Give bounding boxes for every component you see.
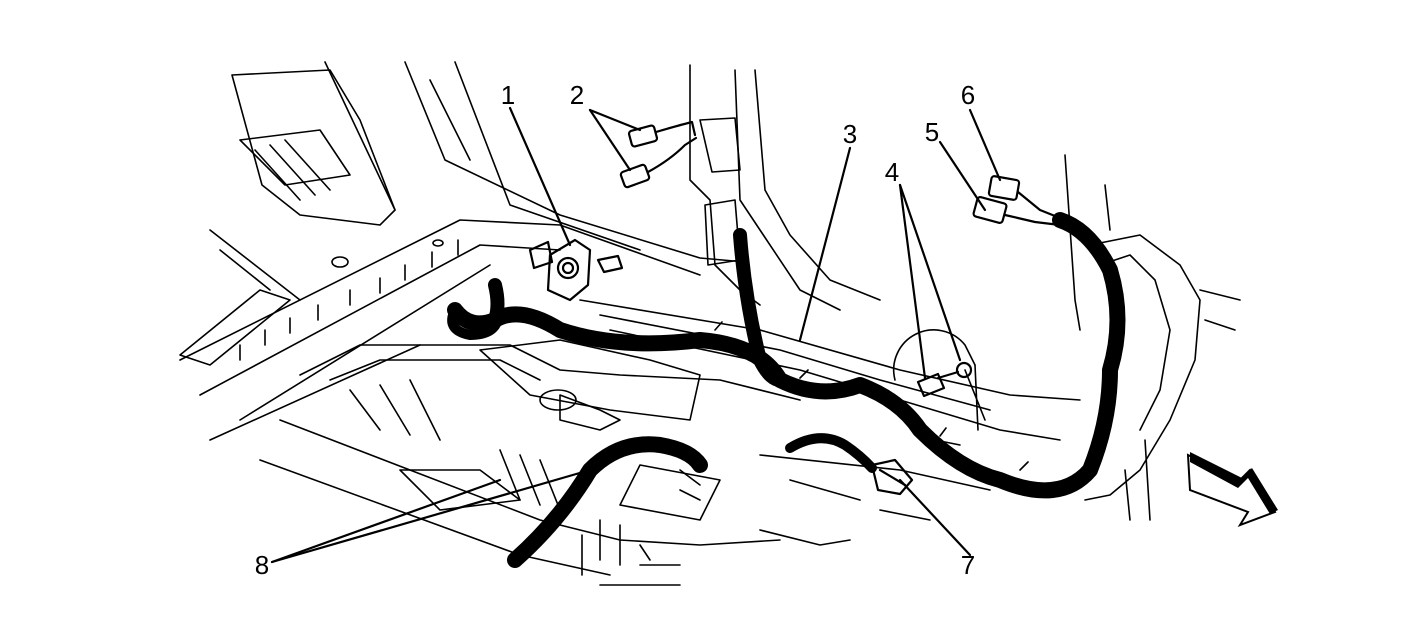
callout-5: 5 (924, 117, 940, 147)
harness-grommet-item-1 (528, 238, 624, 302)
front-of-vehicle-arrow-icon (1186, 452, 1278, 527)
callout-1: 1 (500, 80, 516, 110)
connectors-item-2 (619, 120, 698, 189)
wiring-harness-conduit (447, 212, 1126, 568)
leader-lines (270, 106, 1002, 564)
callout-8: 8 (254, 550, 270, 580)
connector-item-7 (870, 458, 914, 496)
body-structure (179, 61, 1241, 586)
callout-4: 4 (884, 157, 900, 187)
callout-3: 3 (842, 119, 858, 149)
connectors-item-5-6 (972, 175, 1062, 227)
callout-7: 7 (960, 550, 976, 580)
ground-bolt-item-4 (916, 361, 973, 398)
callout-6: 6 (960, 80, 976, 110)
callout-2: 2 (569, 80, 585, 110)
